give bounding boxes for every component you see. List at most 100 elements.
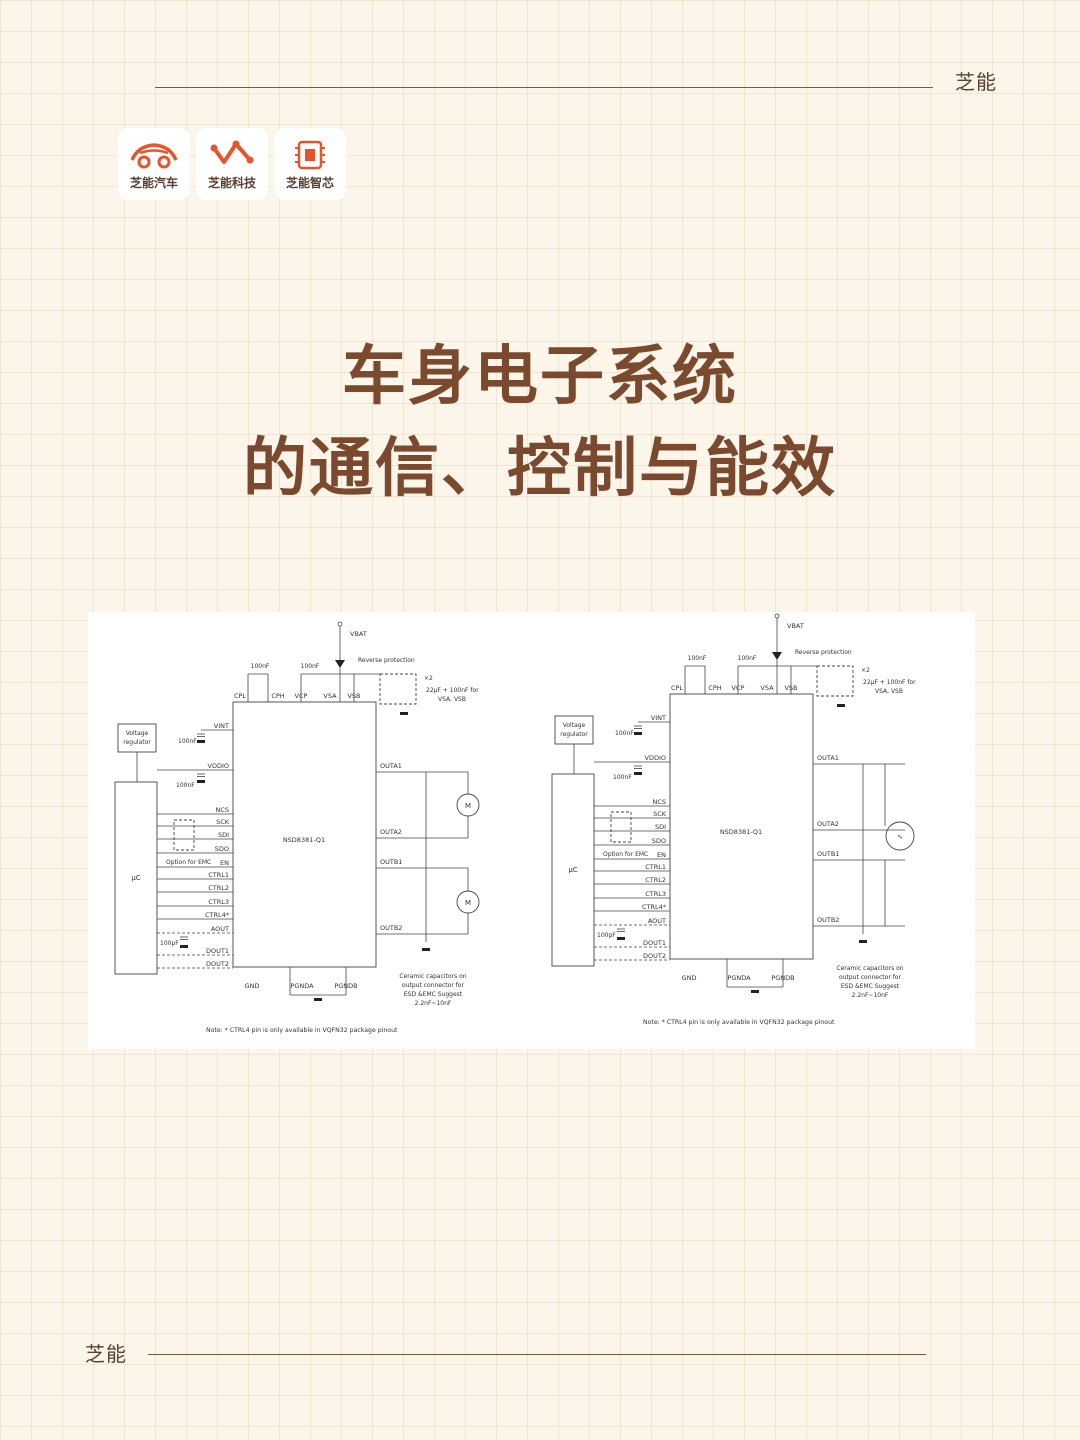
decoupling-box bbox=[379, 673, 417, 705]
logo-car-label: 芝能汽车 bbox=[129, 175, 178, 190]
multiplier-label: ×2 bbox=[424, 675, 433, 682]
output-pin-label: OUTB1 bbox=[817, 850, 839, 858]
output-pin-label: OUTA2 bbox=[380, 828, 402, 836]
left-pin-label: CTRL4* bbox=[642, 903, 667, 911]
logo-group: 芝能汽车 芝能科技 芝能智芯 bbox=[118, 128, 350, 200]
cap-label: 100nF bbox=[615, 730, 634, 737]
cap-label: 100nF bbox=[178, 738, 197, 745]
cap-label: 100nF bbox=[301, 663, 320, 670]
ground-symbol bbox=[634, 732, 642, 735]
left-pin-label: SDO bbox=[215, 845, 229, 853]
ground-symbol bbox=[400, 712, 408, 715]
chip-name: NSD8381-Q1 bbox=[720, 828, 762, 836]
left-pin-label: NCS bbox=[215, 806, 229, 814]
regulator-label-2: regulator bbox=[123, 739, 151, 746]
left-pin-label: NCS bbox=[652, 798, 666, 806]
chip-body bbox=[669, 693, 814, 960]
left-pin-label: CTRL4* bbox=[205, 911, 230, 919]
ground-symbol bbox=[197, 780, 205, 783]
multiplier-label: ×2 bbox=[861, 667, 870, 674]
ceramic-note: 2.2nF~10nF bbox=[415, 1000, 452, 1007]
mcu-box bbox=[114, 781, 158, 975]
ceramic-note: ESD &EMC Suggest bbox=[841, 983, 900, 990]
chip-body bbox=[232, 701, 377, 968]
vbat-terminal bbox=[337, 621, 343, 627]
ceramic-note: ESD &EMC Suggest bbox=[404, 991, 463, 998]
cap-label: 100nF bbox=[738, 655, 757, 662]
vs-caps-label-1: 22μF + 100nF for bbox=[426, 687, 479, 694]
emc-resistors bbox=[610, 811, 632, 843]
left-pin-label: SDO bbox=[652, 837, 666, 845]
footer-brand: 芝能 bbox=[85, 1344, 127, 1366]
ceramic-note: Ceramic capacitors on bbox=[399, 973, 466, 980]
emc-label: Option for EMC bbox=[603, 851, 648, 858]
left-pin-label: SCK bbox=[653, 810, 667, 818]
regulator-label-1: Voltage bbox=[126, 730, 149, 737]
top-pin-label: CPH bbox=[708, 684, 721, 692]
left-pin-label: VDDIO bbox=[645, 754, 667, 762]
ground-symbol bbox=[837, 704, 845, 707]
reverse-protection-label: Reverse protection bbox=[795, 649, 852, 656]
logo-chip-label: 芝能智芯 bbox=[285, 175, 334, 190]
ground-symbol bbox=[859, 940, 867, 943]
mcu-label: μC bbox=[568, 866, 577, 874]
left-pin-label: VDDIO bbox=[208, 762, 230, 770]
cap-label: 100pF bbox=[160, 940, 179, 947]
output-pin-label: OUTB2 bbox=[380, 924, 402, 932]
stepper-motor-symbol bbox=[885, 821, 915, 851]
mcu-box bbox=[551, 773, 595, 967]
left-pin-label: SCK bbox=[216, 818, 230, 826]
vs-caps-label-2: VSA, VSB bbox=[438, 696, 466, 703]
bottom-pin-label: PGNDA bbox=[290, 982, 314, 990]
footnote: Note: * CTRL4 pin is only available in V… bbox=[643, 1019, 835, 1026]
left-pin-label: CTRL3 bbox=[208, 898, 229, 906]
left-pin-label: CTRL3 bbox=[645, 890, 666, 898]
motor-label: ∿ bbox=[897, 833, 903, 841]
cap-label: 100pF bbox=[597, 932, 616, 939]
left-pin-label: EN bbox=[657, 851, 666, 859]
header-rule bbox=[155, 87, 933, 88]
left-pin-label: VINT bbox=[214, 722, 229, 730]
cap-label: 100nF bbox=[613, 774, 632, 781]
ground-symbol bbox=[634, 772, 642, 775]
logo-tech: 芝能科技 bbox=[196, 128, 268, 200]
footer-rule bbox=[148, 1354, 926, 1355]
footnote: Note: * CTRL4 pin is only available in V… bbox=[206, 1027, 398, 1034]
regulator-box bbox=[117, 723, 157, 753]
left-pin-label: DOUT2 bbox=[643, 952, 666, 960]
diode-symbol bbox=[335, 660, 345, 668]
decoupling-box bbox=[816, 665, 854, 697]
bottom-pin-label: GND bbox=[245, 982, 260, 990]
logo-tech-label: 芝能科技 bbox=[207, 175, 256, 190]
ceramic-note: output connector for bbox=[839, 974, 901, 981]
left-pin-label: DOUT1 bbox=[643, 939, 666, 947]
ceramic-note: output connector for bbox=[402, 982, 464, 989]
output-pin-label: OUTA1 bbox=[817, 754, 839, 762]
header-brand: 芝能 bbox=[955, 72, 997, 94]
left-pin-label: CTRL2 bbox=[645, 876, 666, 884]
left-pin-label: AOUT bbox=[648, 917, 666, 925]
motor-label: M bbox=[465, 802, 471, 810]
output-pin-label: OUTA1 bbox=[380, 762, 402, 770]
ground-symbol bbox=[314, 998, 322, 1001]
left-pin-label: VINT bbox=[651, 714, 666, 722]
left-pin-label: CTRL2 bbox=[208, 884, 229, 892]
ground-symbol bbox=[751, 990, 759, 993]
ceramic-note: Ceramic capacitors on bbox=[836, 965, 903, 972]
left-pin-label: DOUT2 bbox=[206, 960, 229, 968]
output-pin-label: OUTB2 bbox=[817, 916, 839, 924]
logo-car: 芝能汽车 bbox=[118, 128, 190, 200]
logo-chip: 芝能智芯 bbox=[274, 128, 346, 200]
regulator-label-1: Voltage bbox=[563, 722, 586, 729]
vbat-terminal bbox=[774, 613, 780, 619]
ground-symbol bbox=[180, 945, 188, 948]
motor-label: M bbox=[465, 899, 471, 907]
output-pin-label: OUTB1 bbox=[380, 858, 402, 866]
top-pin-label: CPL bbox=[671, 684, 683, 692]
ground-symbol bbox=[617, 937, 625, 940]
car-icon bbox=[130, 142, 178, 168]
network-icon bbox=[210, 140, 254, 164]
left-pin-label: CTRL1 bbox=[645, 863, 666, 871]
